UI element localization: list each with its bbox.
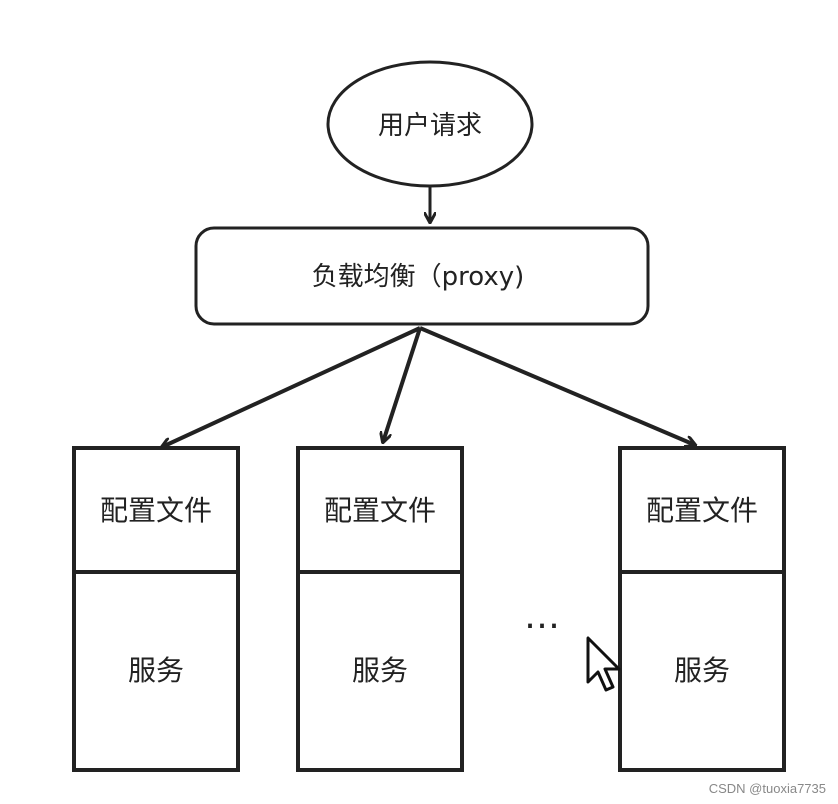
server-1-service-cell: [72, 570, 240, 772]
arrow-proxy-to-server-1: [162, 326, 421, 447]
server-2-config-label: 配置文件: [324, 494, 436, 527]
arrow-proxy-to-server-3: [419, 326, 695, 445]
server-3-config-cell: [618, 446, 786, 574]
server-1-config-label: 配置文件: [100, 494, 212, 527]
more-servers-ellipsis: …: [524, 596, 560, 637]
server-box-3: 配置文件 服务: [618, 446, 786, 772]
server-box-1: 配置文件 服务: [72, 446, 240, 772]
server-3-service-cell: [618, 570, 786, 772]
mouse-cursor-icon: [586, 636, 621, 692]
server-2-config-cell: [296, 446, 464, 574]
proxy-node: [194, 226, 650, 326]
proxy-label: 负载均衡（proxy): [312, 262, 525, 292]
server-1-service-label: 服务: [128, 654, 184, 687]
server-2-service-cell: [296, 570, 464, 772]
server-box-2: 配置文件 服务: [296, 446, 464, 772]
server-3-config-label: 配置文件: [646, 494, 758, 527]
user-request-label: 用户请求: [378, 111, 482, 141]
server-3-service-label: 服务: [674, 654, 730, 687]
server-2-service-label: 服务: [352, 654, 408, 687]
csdn-watermark: CSDN @tuoxia7735: [708, 781, 826, 796]
arrow-proxy-to-server-2: [383, 327, 422, 442]
